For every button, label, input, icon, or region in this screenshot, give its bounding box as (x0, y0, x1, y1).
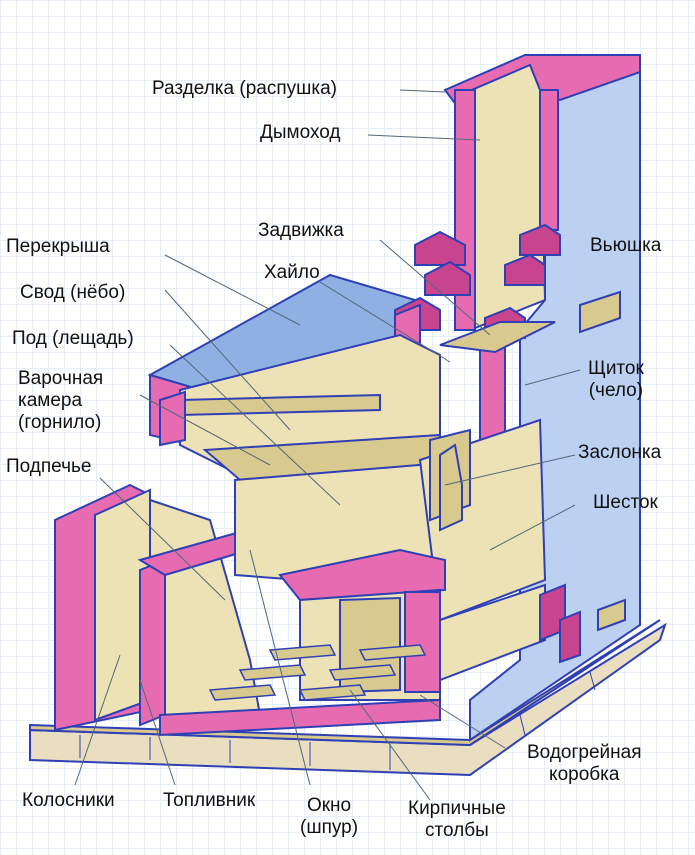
label-pod: Под (лещадь) (12, 328, 134, 349)
stone-base (29, 619, 667, 777)
label-varochnaya-kamera: Варочная камера (горнило) (18, 368, 104, 433)
label-razdelka: Разделка (распушка) (152, 78, 337, 99)
label-shestok: Шесток (593, 492, 658, 513)
label-okno: Окно (шпур) (300, 795, 359, 838)
label-zaslonka: Заслонка (578, 442, 662, 463)
label-shchitok: Щиток (чело) (588, 358, 644, 401)
leader-lines (74, 89, 581, 801)
label-vyushka: Вьюшка (590, 235, 662, 256)
label-vodogreynaya-korobka: Водогрейная коробка (527, 742, 642, 785)
label-toplivnik: Топливник (163, 790, 256, 811)
zaslonka-door (439, 443, 463, 532)
label-podpeche: Подпечье (6, 456, 92, 477)
damper-plate (439, 321, 556, 354)
label-dymokhod: Дымоход (260, 122, 341, 143)
label-kirpichnye-stolby: Кирпичные столбы (408, 798, 506, 841)
label-zadvizhka: Задвижка (258, 220, 344, 241)
grate-bars (208, 644, 427, 701)
label-svod: Свод (нёбо) (20, 282, 126, 303)
vyushka-valve (579, 290, 621, 334)
label-khaylo: Хайло (264, 262, 320, 283)
label-kolosniki: Колосники (22, 790, 115, 811)
stove-lower-body (54, 418, 581, 737)
label-perekrysha: Перекрыша (6, 236, 110, 257)
